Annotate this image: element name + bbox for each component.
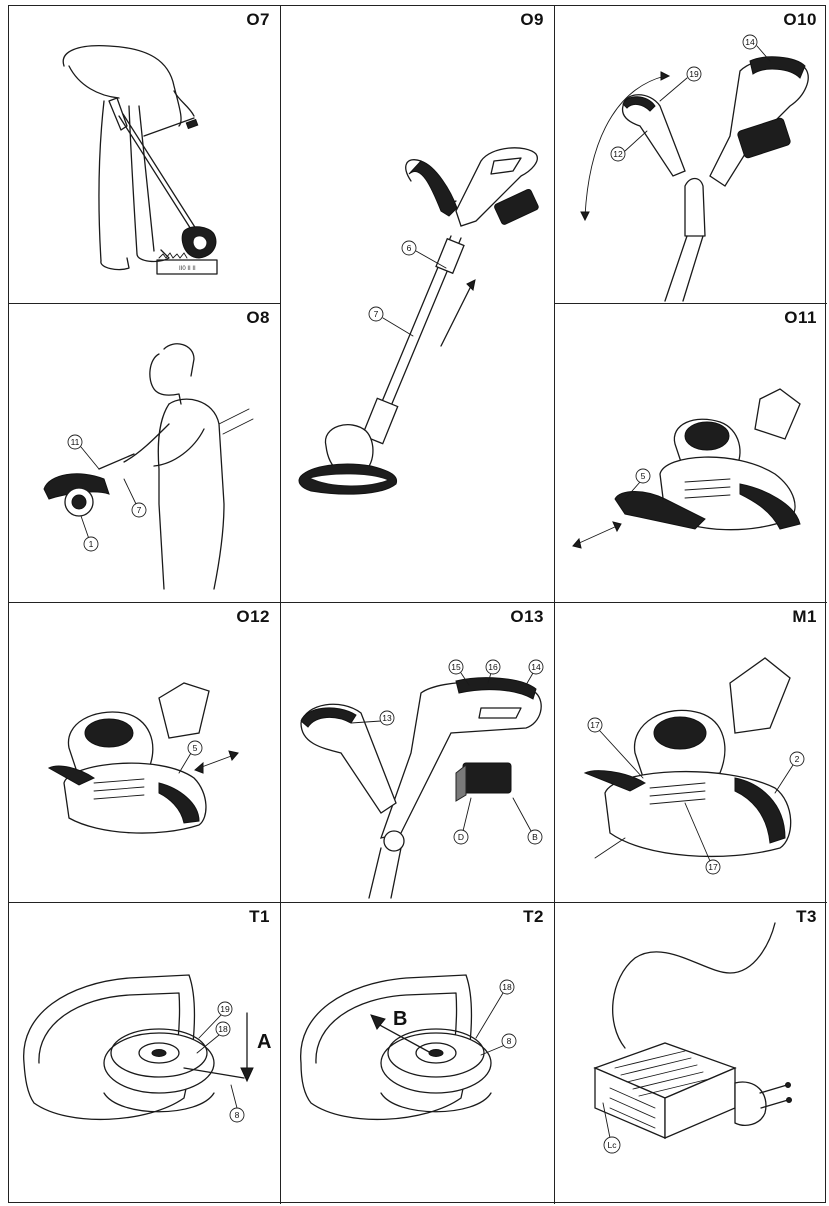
- arrow-letter-a: A: [257, 1031, 271, 1053]
- panel-o10: O10 14 19 12: [555, 6, 827, 304]
- svg-text:II0 II II: II0 II II: [179, 266, 196, 272]
- callout-15: 15: [448, 659, 470, 686]
- svg-text:7: 7: [137, 505, 142, 515]
- grass-trimmer-icon: 6 7: [298, 147, 539, 495]
- svg-text:18: 18: [502, 982, 512, 992]
- callout-1: 1: [80, 515, 99, 552]
- callout-7: 7: [123, 478, 147, 518]
- svg-text:6: 6: [407, 243, 412, 253]
- panel-t3: T3 Lc: [555, 903, 827, 1204]
- callout-14: 14: [742, 34, 771, 62]
- panel-o11: O11 5: [555, 304, 827, 603]
- charger-plug-icon: Lc: [593, 922, 792, 1154]
- callout-11: 11: [67, 434, 100, 470]
- svg-text:5: 5: [193, 743, 198, 753]
- svg-text:8: 8: [507, 1036, 512, 1046]
- svg-text:Lc: Lc: [608, 1140, 618, 1150]
- svg-text:D: D: [458, 832, 464, 842]
- svg-text:5: 5: [641, 471, 646, 481]
- svg-text:12: 12: [613, 149, 623, 159]
- panel-o8: O8 11 7 1: [9, 304, 281, 603]
- panel-t2: T2 B 18 8: [281, 903, 555, 1204]
- callout-7: 7: [368, 306, 414, 337]
- svg-text:B: B: [532, 832, 538, 842]
- svg-text:13: 13: [382, 713, 392, 723]
- panel-label: O13: [510, 607, 544, 626]
- spool-icon: B 18 8: [300, 974, 517, 1121]
- svg-text:14: 14: [531, 662, 541, 672]
- callout-19: 19: [659, 66, 702, 102]
- svg-text:14: 14: [745, 37, 755, 47]
- svg-text:11: 11: [71, 437, 80, 447]
- operator-figure-icon: 11 7 1: [43, 343, 254, 590]
- panel-label: O12: [236, 607, 270, 626]
- callout-lc: Lc: [602, 1102, 621, 1154]
- callout-d: D: [453, 797, 472, 845]
- panel-label: O9: [520, 10, 544, 29]
- arrow-letter-b: B: [393, 1008, 407, 1030]
- svg-text:17: 17: [590, 720, 600, 730]
- panel-label: T2: [523, 907, 544, 926]
- callout-16: 16: [485, 659, 501, 684]
- svg-text:1: 1: [89, 539, 94, 549]
- panel-o13: O13 15 16 14 13: [281, 603, 555, 903]
- svg-text:19: 19: [220, 1004, 230, 1014]
- panel-o7: O7 II0 II II: [9, 6, 281, 304]
- callout-13: 13: [350, 710, 395, 726]
- grass-trimmer-icon: 15 16 14 13 D B: [300, 659, 544, 899]
- callout-18: 18: [475, 979, 515, 1039]
- callout-8: 8: [480, 1033, 517, 1056]
- panel-o9: O9 6: [281, 6, 555, 603]
- svg-text:17: 17: [708, 862, 718, 872]
- callout-19: 19: [198, 1001, 233, 1039]
- svg-text:16: 16: [488, 662, 498, 672]
- callout-14: 14: [525, 659, 544, 686]
- panel-label: O10: [783, 10, 817, 29]
- panel-label: O11: [784, 308, 817, 327]
- panel-m1: M1 17 2 17: [555, 603, 827, 903]
- svg-text:18: 18: [218, 1024, 228, 1034]
- grass-trimmer-icon: 5: [47, 682, 239, 834]
- callout-8: 8: [229, 1084, 245, 1123]
- svg-text:15: 15: [451, 662, 461, 672]
- callout-5: 5: [178, 740, 203, 774]
- callout-17b: 17: [684, 802, 721, 875]
- callout-5: 5: [624, 468, 651, 500]
- grass-trimmer-icon: 17 2 17: [583, 657, 805, 875]
- panel-o12: O12 5: [9, 603, 281, 903]
- callout-b: B: [512, 797, 543, 845]
- panel-label: O8: [246, 308, 270, 327]
- grass-trimmer-icon: 5: [572, 388, 801, 549]
- callout-2: 2: [774, 751, 805, 794]
- svg-text:8: 8: [235, 1110, 240, 1120]
- grass-trimmer-icon: 14 19 12: [580, 34, 809, 302]
- panel-label: T3: [796, 907, 817, 926]
- panel-t1: T1 A 19 18 8: [9, 903, 281, 1204]
- callout-6: 6: [401, 240, 447, 269]
- svg-text:7: 7: [374, 309, 379, 319]
- callout-18: 18: [196, 1021, 231, 1054]
- panel-label: T1: [249, 907, 270, 926]
- svg-text:19: 19: [689, 69, 699, 79]
- panel-label: M1: [792, 607, 817, 626]
- panel-label: O7: [246, 10, 270, 29]
- svg-text:2: 2: [795, 754, 800, 764]
- operator-figure-icon: II0 II II: [62, 45, 218, 275]
- spool-icon: A 19 18 8: [23, 974, 271, 1123]
- figure-grid: O7 II0 II II O9: [8, 5, 827, 1204]
- callout-12: 12: [610, 130, 648, 162]
- callout-17: 17: [587, 717, 644, 779]
